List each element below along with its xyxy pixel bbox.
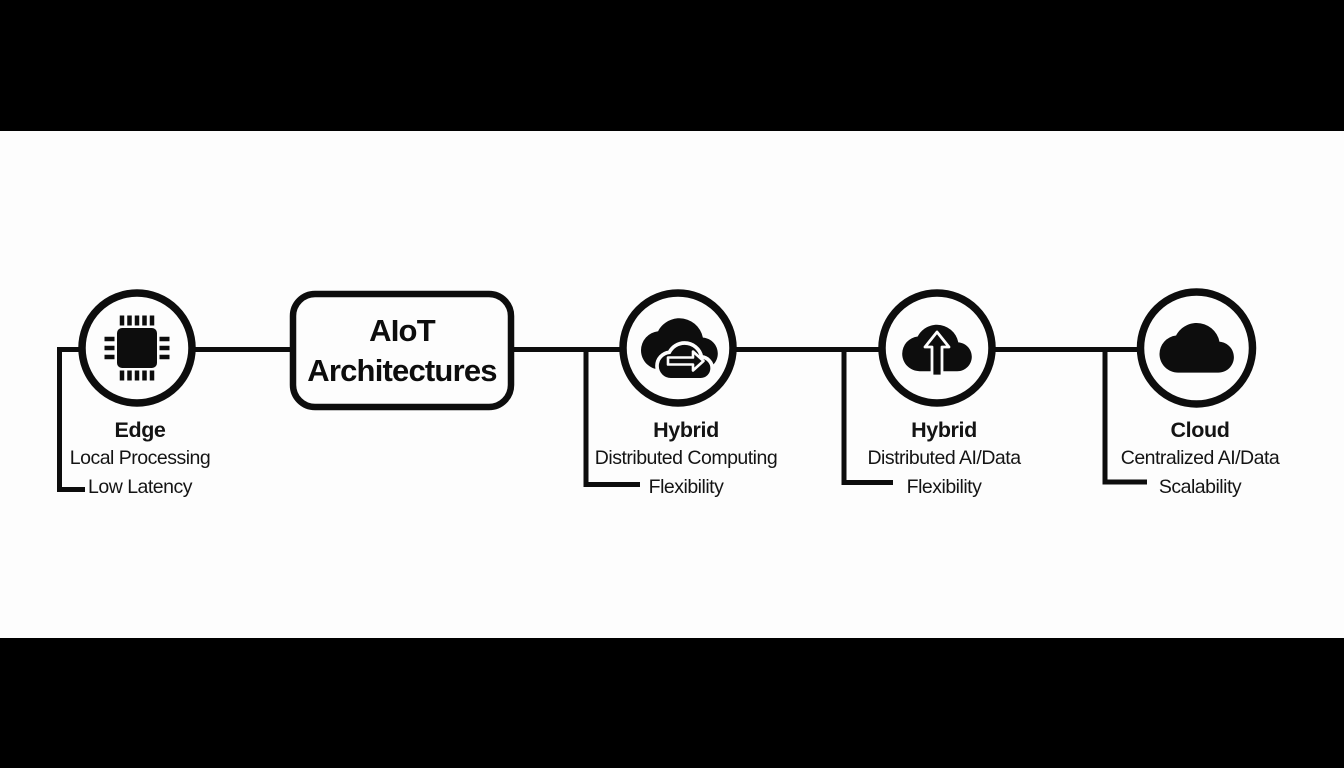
node-label-edge: Edge Local Processing Low Latency bbox=[10, 417, 270, 501]
up-arrow-icon bbox=[923, 330, 951, 378]
center-node-title-line2: Architectures bbox=[307, 352, 497, 388]
node-title: Hybrid bbox=[911, 418, 977, 442]
node-title: Hybrid bbox=[653, 418, 719, 442]
node-subtitle-1: Distributed Computing bbox=[594, 447, 778, 469]
node-subtitle-1: Centralized AI/Data bbox=[1120, 447, 1280, 469]
node-subtitle-1: Local Processing bbox=[69, 447, 211, 469]
connector-edge-callout bbox=[57, 349, 85, 492]
center-node-title: AIoT Architectures bbox=[293, 294, 511, 407]
connector-hybrid1-callout bbox=[583, 349, 640, 487]
node-subtitle-2: Flexibility bbox=[906, 475, 982, 498]
chip-icon bbox=[104, 315, 170, 381]
connector-hybrid2-callout bbox=[841, 349, 893, 485]
node-label-hybrid2: Hybrid Distributed AI/Data Flexibility bbox=[814, 417, 1074, 501]
letterbox-bottom bbox=[0, 638, 1344, 768]
cloud-icon bbox=[1159, 323, 1234, 373]
center-node-box bbox=[289, 290, 515, 411]
cloud-upload-icon bbox=[902, 324, 972, 378]
node-label-hybrid1: Hybrid Distributed Computing Flexibility bbox=[556, 417, 816, 501]
connector-cloud-callout bbox=[1102, 349, 1147, 485]
node-subtitle-2: Flexibility bbox=[648, 475, 724, 498]
cloud-transfer-icon bbox=[641, 318, 718, 382]
letterbox-top bbox=[0, 0, 1344, 131]
node-subtitle-1: Distributed AI/Data bbox=[867, 447, 1021, 469]
node-subtitle-2: Scalability bbox=[1158, 475, 1242, 498]
node-label-cloud: Cloud Centralized AI/Data Scalability bbox=[1070, 417, 1330, 501]
node-title: Edge bbox=[114, 418, 166, 442]
center-node-title-line1: AIoT bbox=[369, 312, 435, 348]
right-arrow-icon bbox=[666, 350, 705, 372]
node-subtitle-2: Low Latency bbox=[88, 475, 193, 498]
node-title: Cloud bbox=[1170, 418, 1230, 442]
